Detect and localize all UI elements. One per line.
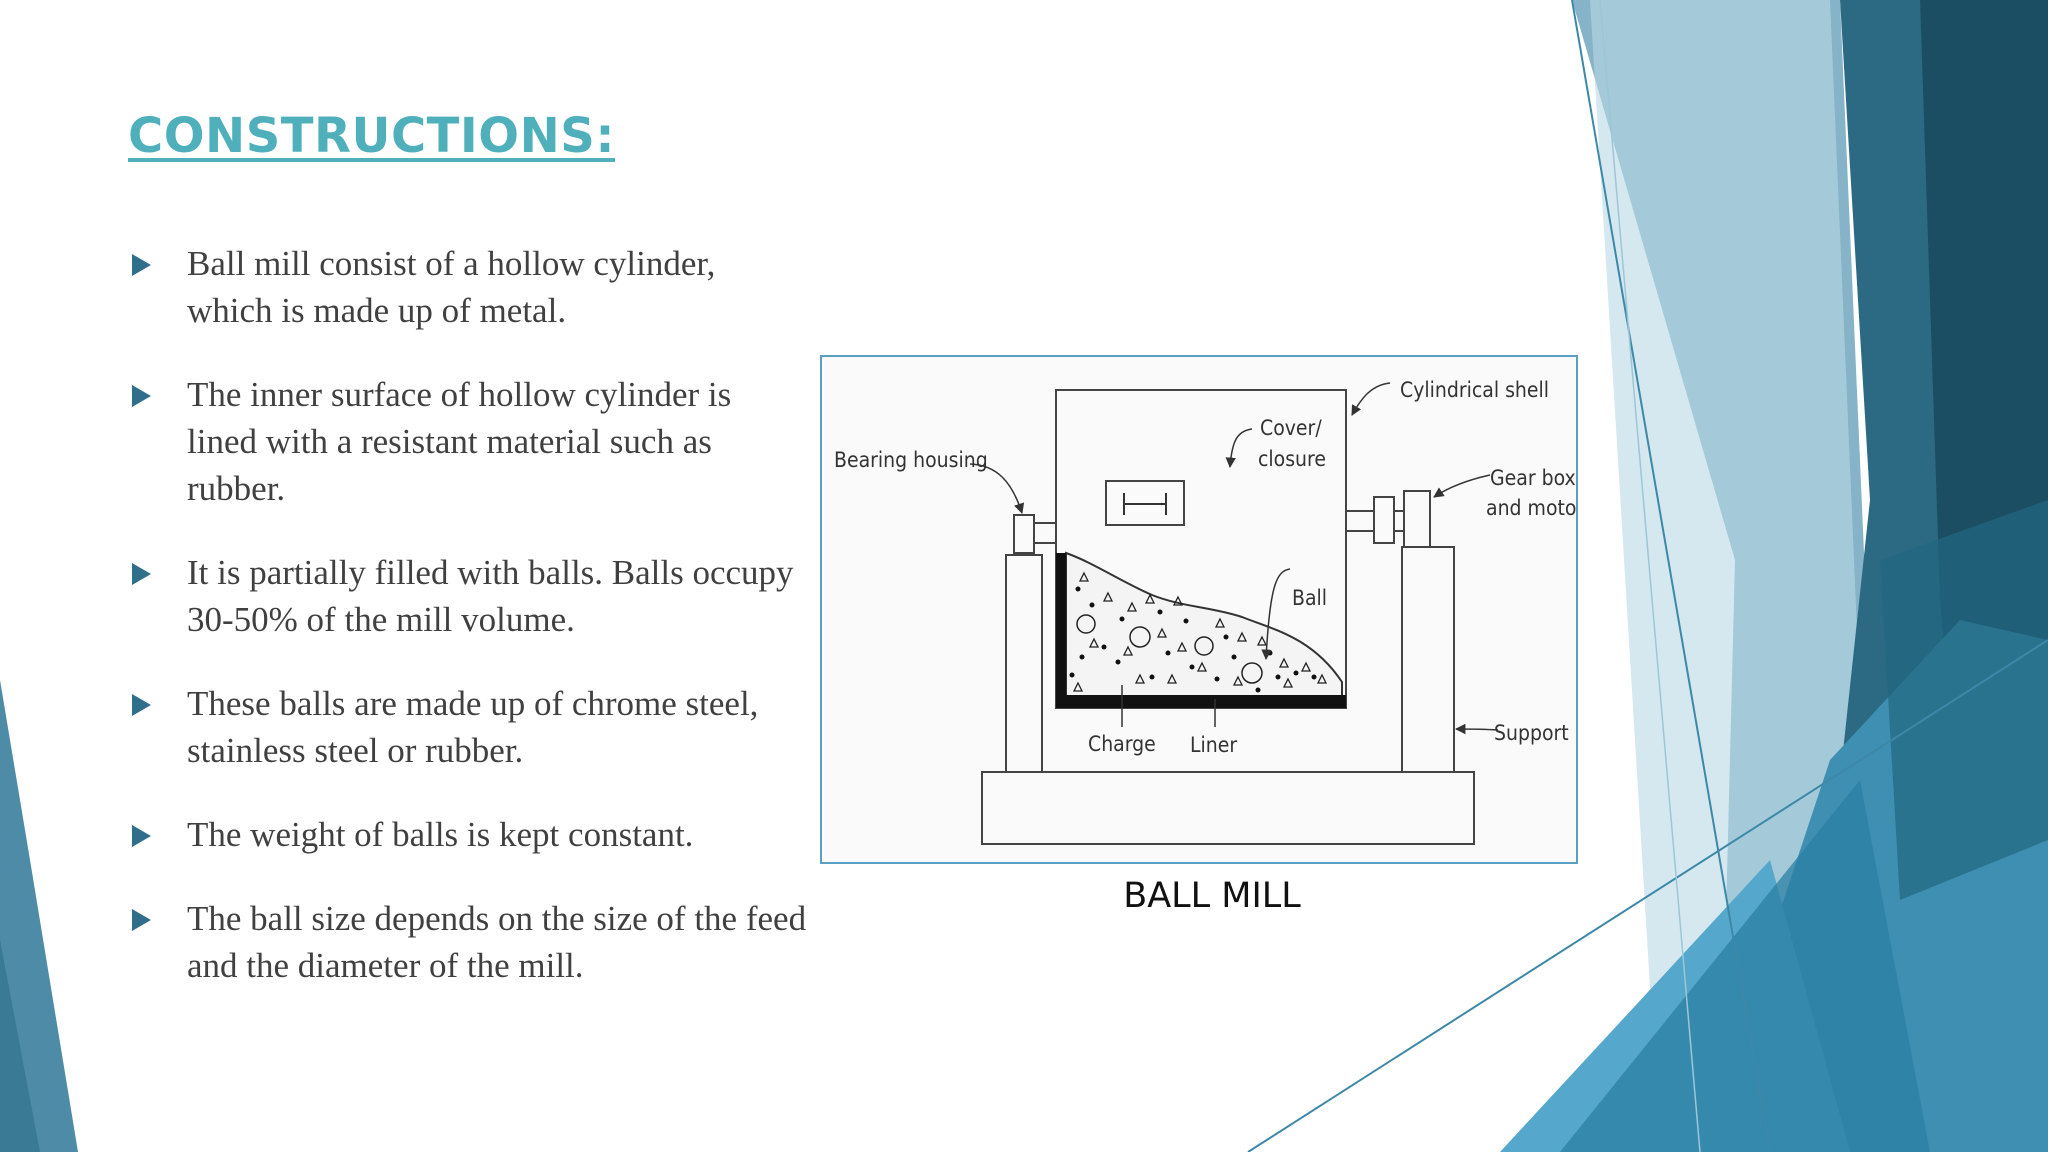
particles	[1069, 586, 1317, 693]
bullet-item: These balls are made up of chrome steel,…	[128, 680, 808, 774]
bullet-item: The ball size depends on the size of the…	[128, 895, 808, 989]
label-bearing-housing: Bearing housing	[834, 448, 988, 472]
label-support: Support	[1494, 721, 1569, 745]
liner-left	[1056, 553, 1066, 707]
motor	[1403, 490, 1431, 548]
label-gear-line2: and motor	[1486, 496, 1576, 520]
bullet-text: It is partially filled with balls. Balls…	[187, 553, 794, 639]
slide-title: CONSTRUCTIONS:	[128, 108, 616, 164]
label-cover-line1: Cover/	[1260, 416, 1322, 440]
triangle-right-icon	[132, 825, 151, 847]
left-bearing-housing	[1013, 514, 1035, 554]
triangle-right-icon	[132, 909, 151, 931]
triangle-right-icon	[132, 385, 151, 407]
label-gear-line1: Gear box	[1490, 466, 1576, 490]
liner-bottom	[1056, 695, 1346, 708]
label-liner: Liner	[1190, 733, 1237, 757]
bullet-list: Ball mill consist of a hollow cylinder, …	[128, 240, 808, 1026]
balls	[1076, 614, 1263, 684]
bullet-text: The weight of balls is kept constant.	[187, 815, 694, 854]
ball-mill-drawing: Cylindrical shell Cover/ closure Bearing…	[834, 378, 1576, 845]
base-plate	[981, 771, 1475, 845]
small-particles	[1072, 571, 1328, 692]
bullet-item: The inner surface of hollow cylinder is …	[128, 371, 808, 512]
gear-box	[1373, 496, 1395, 544]
triangle-right-icon	[132, 694, 151, 716]
bullet-text: The ball size depends on the size of the…	[187, 899, 807, 985]
right-support	[1401, 546, 1455, 773]
charge	[1065, 551, 1343, 698]
left-support	[1005, 554, 1043, 773]
triangle-right-icon	[132, 254, 151, 276]
bullet-item: The weight of balls is kept constant.	[128, 811, 808, 858]
label-charge: Charge	[1088, 732, 1156, 756]
ball-mill-diagram: Cylindrical shell Cover/ closure Bearing…	[820, 355, 1578, 864]
bullet-item: It is partially filled with balls. Balls…	[128, 549, 808, 643]
triangle-right-icon	[132, 563, 151, 585]
label-ball: Ball	[1292, 586, 1327, 610]
label-cylindrical-shell: Cylindrical shell	[1400, 378, 1549, 402]
bullet-text: These balls are made up of chrome steel,…	[187, 684, 759, 770]
bullet-item: Ball mill consist of a hollow cylinder, …	[128, 240, 808, 334]
bullet-text: Ball mill consist of a hollow cylinder, …	[187, 244, 716, 330]
figure-caption: BALL MILL	[1123, 876, 1301, 916]
label-cover-line2: closure	[1258, 447, 1326, 471]
bullet-text: The inner surface of hollow cylinder is …	[187, 375, 732, 508]
